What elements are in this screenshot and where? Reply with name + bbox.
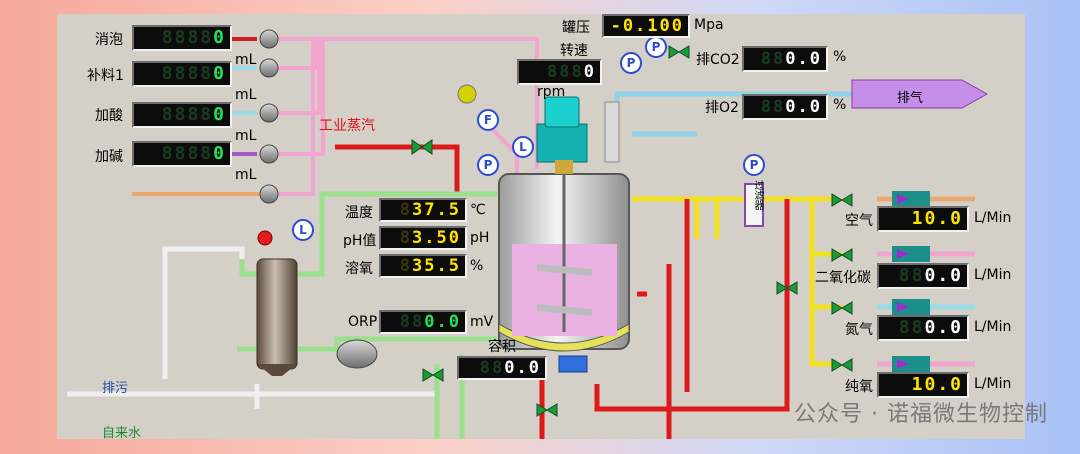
label-xiaopao: 消泡 [95, 32, 123, 48]
pressure-gauge-icon: P [620, 52, 642, 74]
pressure-gauge-icon: P [645, 36, 667, 58]
readout-rongji: 880.0 [457, 356, 547, 380]
unit-mpa: Mpa [694, 17, 724, 33]
unit-percent: % [833, 49, 847, 65]
unit-ml: mL [235, 87, 257, 103]
unit-ml: mL [235, 167, 257, 183]
unit-celsius: ℃ [470, 202, 486, 218]
readout-zhuansu: 8880 [517, 59, 602, 85]
level-sensor-icon: L [292, 219, 314, 241]
scada-panel: L P F L P P P 消泡 补料1 加酸 加碱 mL mL mL mL 工… [57, 14, 1025, 441]
readout-danqi: 880.0 [877, 315, 969, 341]
unit-percent: % [833, 97, 847, 113]
label-guolvqi: 过滤器 [752, 180, 763, 210]
label-jiasuan: 加酸 [95, 108, 123, 124]
label-orp: ORP [348, 314, 378, 330]
readout-xiaopao: 88880 [132, 25, 232, 51]
unit-lmin: L/Min [974, 319, 1012, 335]
readout-chunyang: 10.0 [877, 372, 969, 398]
pressure-gauge-icon: P [477, 154, 499, 176]
unit-lmin: L/Min [974, 376, 1012, 392]
readout-pai-o2: 880.0 [742, 94, 828, 120]
level-sensor-icon: L [512, 136, 534, 158]
unit-percent: % [470, 258, 484, 274]
unit-rpm: rpm [537, 84, 566, 100]
label-paiwu: 排污 [102, 381, 129, 396]
label-kongqi: 空气 [845, 213, 873, 229]
unit-mv: mV [470, 314, 494, 330]
label-guanya: 罐压 [562, 20, 590, 36]
label-ph: pH值 [343, 233, 377, 249]
readout-orp: 880.0 [379, 310, 467, 334]
process-diagram [67, 29, 989, 439]
readout-jiajian: 88880 [132, 141, 232, 167]
label-rongyang: 溶氧 [345, 261, 373, 277]
label-zilaishui: 自来水 [102, 426, 142, 441]
readout-rongyang: 835.5 [379, 254, 467, 278]
readout-buliao: 88880 [132, 61, 232, 87]
label-zhuansu: 转速 [560, 43, 588, 59]
readout-guanya: -0.100 [602, 14, 690, 38]
label-wendu: 温度 [345, 205, 373, 221]
label-rongji: 容积 [488, 339, 516, 355]
label-jiajian: 加碱 [95, 149, 123, 165]
readout-jiasuan: 88880 [132, 102, 232, 128]
label-pai-o2: 排O2 [705, 100, 739, 116]
pressure-gauge-icon: P [743, 154, 765, 176]
readout-pai-co2: 880.0 [742, 46, 828, 72]
label-eryanghuatan: 二氧化碳 [815, 270, 871, 286]
label-danqi: 氮气 [845, 322, 873, 338]
unit-lmin: L/Min [974, 267, 1012, 283]
label-paiqi: 排气 [897, 91, 924, 106]
readout-eryanghuatan: 880.0 [877, 263, 969, 289]
label-chunyang: 纯氧 [845, 379, 873, 395]
label-pai-co2: 排CO2 [696, 52, 740, 68]
unit-ml: mL [235, 52, 257, 68]
watermark: 公众号 · 诺福微生物控制 [794, 402, 1048, 427]
label-buliao: 补料1 [87, 68, 124, 84]
label-gongye-zhengqi: 工业蒸汽 [319, 118, 375, 134]
unit-ph: pH [470, 230, 490, 246]
readout-wendu: 837.5 [379, 198, 467, 222]
readout-ph: 83.50 [379, 226, 467, 250]
readout-kongqi: 10.0 [877, 206, 969, 232]
unit-lmin: L/Min [974, 210, 1012, 226]
flow-sensor-icon: F [477, 109, 499, 131]
unit-ml: mL [235, 128, 257, 144]
